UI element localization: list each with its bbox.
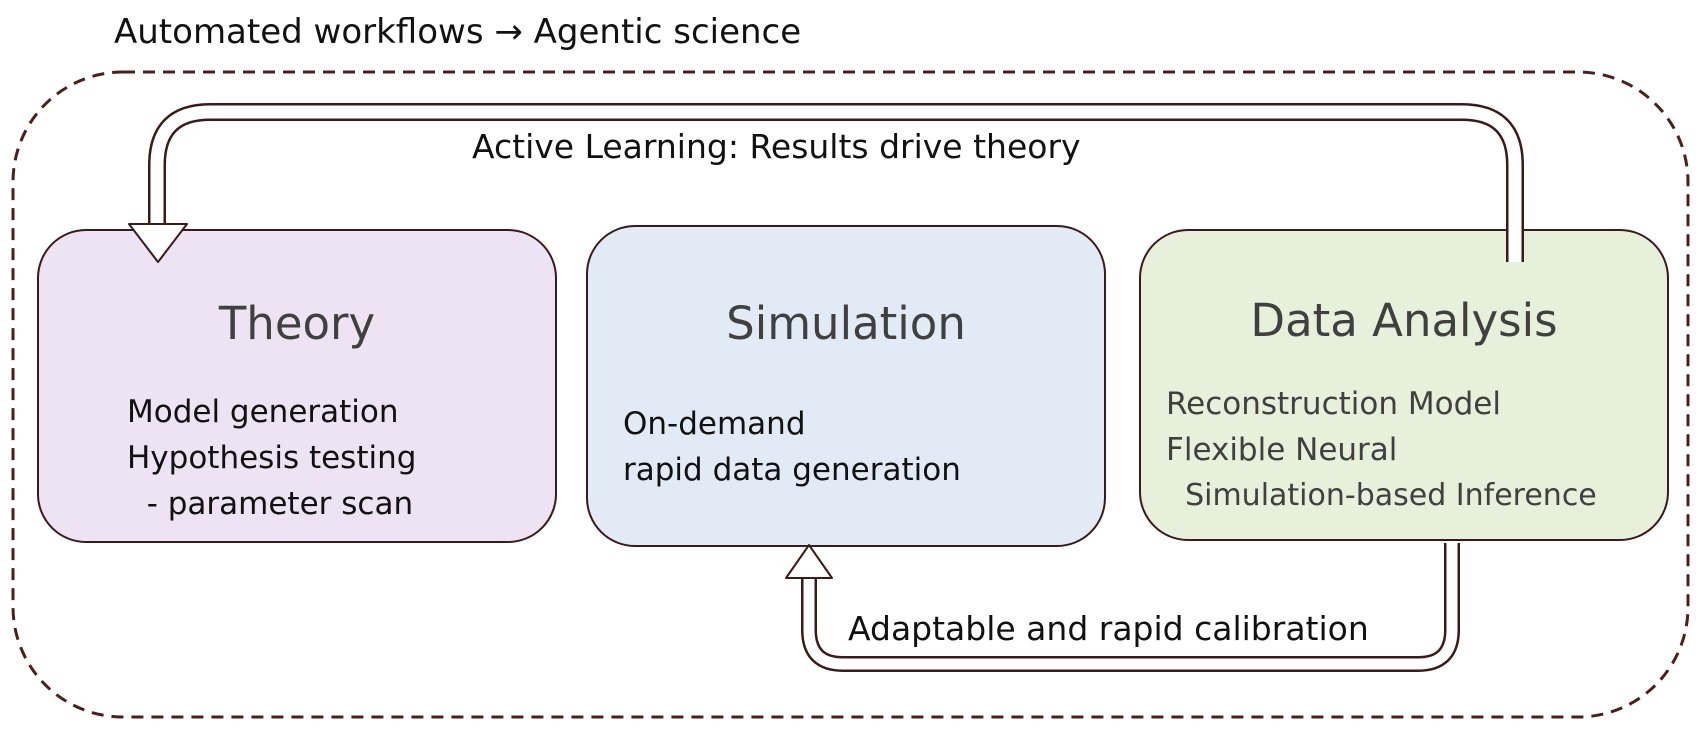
calibration-label: Adaptable and rapid calibration bbox=[848, 609, 1369, 648]
workflow-boundary bbox=[11, 70, 1690, 719]
data-analysis-line: Simulation-based Inference bbox=[1166, 478, 1597, 513]
active-learning-arrow bbox=[128, 103, 1524, 263]
theory-description: Model generation Hypothesis testing - pa… bbox=[127, 389, 416, 527]
data-analysis-description: Reconstruction Model Flexible Neural Sim… bbox=[1166, 381, 1597, 519]
simulation-description: On-demand rapid data generation bbox=[623, 401, 961, 493]
simulation-line: rapid data generation bbox=[623, 452, 961, 488]
active-learning-label: Active Learning: Results drive theory bbox=[472, 127, 1081, 166]
data-analysis-line: Flexible Neural bbox=[1166, 432, 1398, 468]
theory-box bbox=[37, 229, 557, 543]
simulation-title: Simulation bbox=[726, 297, 966, 350]
theory-title: Theory bbox=[218, 297, 376, 350]
theory-line: Model generation bbox=[127, 394, 399, 430]
data-analysis-box bbox=[1139, 229, 1669, 541]
theory-line: Hypothesis testing bbox=[127, 440, 417, 476]
simulation-box bbox=[586, 225, 1106, 547]
diagram-heading: Automated workflows → Agentic science bbox=[114, 12, 802, 52]
data-analysis-title: Data Analysis bbox=[1250, 294, 1558, 347]
simulation-line: On-demand bbox=[623, 406, 806, 442]
calibration-arrow bbox=[785, 543, 1460, 672]
data-analysis-line: Reconstruction Model bbox=[1166, 386, 1501, 422]
theory-line: - parameter scan bbox=[127, 486, 414, 522]
